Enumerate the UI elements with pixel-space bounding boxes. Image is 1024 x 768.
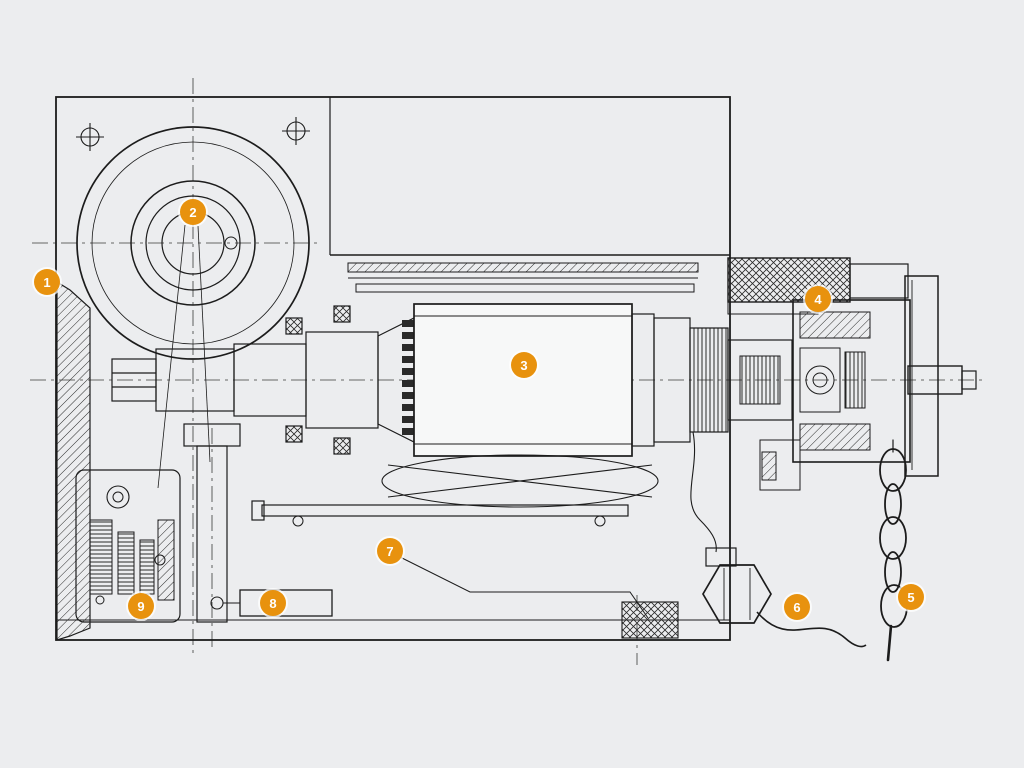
callout-marker-7[interactable]: 7 <box>377 538 403 564</box>
callout-marker-4[interactable]: 4 <box>805 286 831 312</box>
release-knob <box>690 431 867 648</box>
housing-outline <box>55 96 731 641</box>
limit-switch-assembly <box>75 469 181 623</box>
callout-marker-6[interactable]: 6 <box>784 594 810 620</box>
left-wall-section <box>56 280 91 641</box>
callout-marker-8[interactable]: 8 <box>260 590 286 616</box>
support-bracket <box>183 423 241 623</box>
gearbox <box>727 263 977 491</box>
base-foot <box>621 601 679 639</box>
callout-marker-2[interactable]: 2 <box>180 199 206 225</box>
stator-laminations <box>402 320 420 435</box>
fan-shroud <box>381 454 659 508</box>
callout-marker-9[interactable]: 9 <box>128 593 154 619</box>
motor-body <box>413 303 729 457</box>
drive-shaft <box>111 305 415 455</box>
stop-block <box>210 589 333 617</box>
callout-marker-5[interactable]: 5 <box>898 584 924 610</box>
callout-marker-3[interactable]: 3 <box>511 352 537 378</box>
bolt-holes <box>76 117 310 151</box>
callout-marker-1[interactable]: 1 <box>34 269 60 295</box>
